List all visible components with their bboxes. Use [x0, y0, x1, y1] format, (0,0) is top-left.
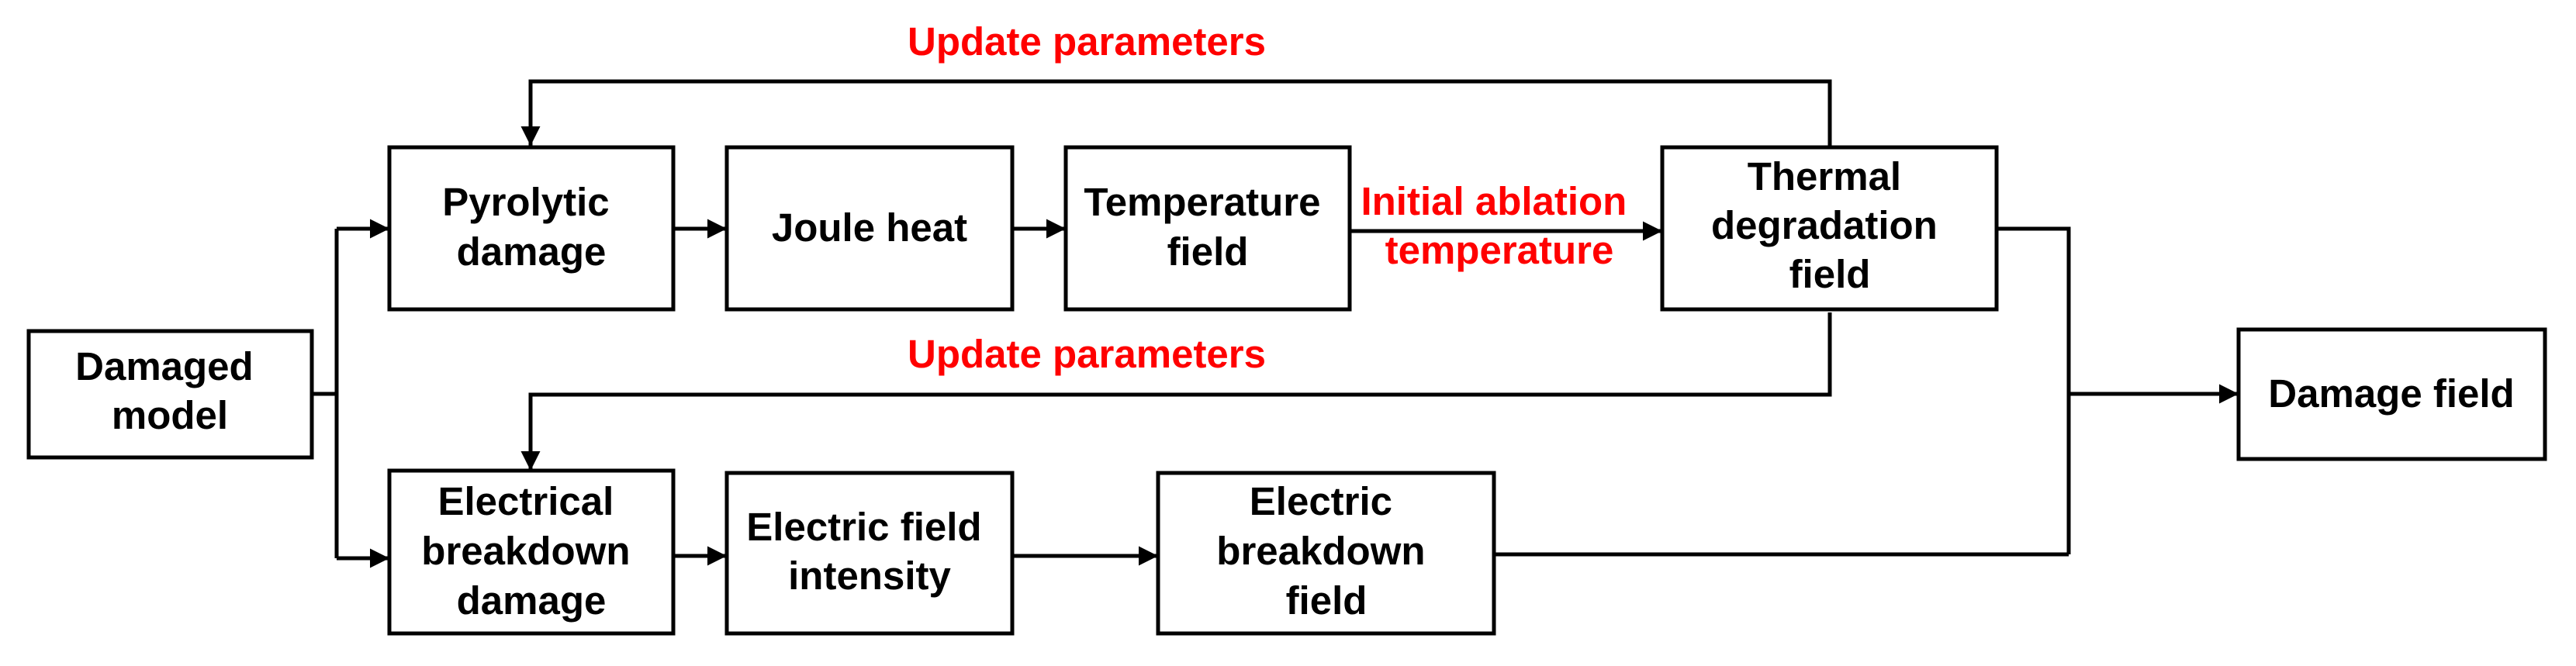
node-pyrolytic-damage-line-2: damage: [457, 229, 607, 274]
svg-text:Joule heat: Joule heat: [772, 205, 967, 250]
label-update-parameters-middle: Update parameters: [908, 332, 1266, 376]
node-joule-heat: Joule heat: [724, 145, 1015, 312]
node-electric-breakdown-field-line-3: field: [1286, 578, 1368, 623]
svg-text:Electrical breakdown: Electrical breakdown damage: [421, 479, 641, 623]
node-thermal-degradation-field-line-2: degradation: [1711, 203, 1938, 247]
node-damage-field: Damage field: [2236, 327, 2547, 461]
edge-feedback-top-update-parameters: [520, 79, 1832, 147]
node-temperature-field-line-2: field: [1167, 229, 1249, 274]
node-damage-field-line-1: Damage field: [2268, 371, 2514, 416]
node-thermal-degradation-field: Thermal degradation field: [1660, 145, 1999, 312]
node-electrical-breakdown-damage-line-1: Electrical: [438, 479, 614, 523]
label-update-parameters-top: Update parameters: [908, 19, 1266, 64]
svg-text:Thermal degradation: Thermal degradation field: [1711, 154, 1948, 296]
node-electric-breakdown-field-line-1: Electric: [1250, 479, 1392, 523]
svg-text:Damage field: Damage field: [2268, 371, 2514, 416]
node-joule-heat-line-1: Joule heat: [772, 205, 967, 250]
svg-text:Pyrolytic damage: Pyrolytic damage: [442, 180, 621, 274]
svg-text:Electric breakdown: Electric breakdown field: [1216, 479, 1436, 623]
edge-thermal-degradation-to-merge: [1997, 226, 2071, 554]
node-damaged-model-line-2: model: [112, 393, 228, 437]
node-electric-field-intensity-line-2: intensity: [788, 554, 951, 598]
node-thermal-degradation-field-line-3: field: [1789, 252, 1871, 296]
node-electrical-breakdown-damage-line-3: damage: [457, 578, 607, 623]
label-initial-ablation-line-2: temperature: [1385, 228, 1614, 272]
svg-text:Temperature field: Temperature field: [1084, 180, 1331, 274]
node-pyrolytic-damage: Pyrolytic damage: [387, 145, 676, 312]
svg-text:Electric field intensity: Electric field intensity: [746, 505, 992, 598]
node-electric-field-intensity: Electric field intensity: [724, 471, 1015, 636]
node-electrical-breakdown-damage: Electrical breakdown damage: [387, 468, 676, 636]
node-temperature-field: Temperature field: [1063, 145, 1352, 312]
edge-damaged-model-split: [312, 229, 339, 558]
node-electric-breakdown-field-line-2: breakdown: [1216, 529, 1425, 573]
node-pyrolytic-damage-line-1: Pyrolytic: [442, 180, 609, 224]
label-initial-ablation-line-1: Initial ablation: [1361, 179, 1627, 223]
node-electric-field-intensity-line-1: Electric field: [746, 505, 981, 549]
node-damaged-model-line-1: Damaged: [75, 344, 254, 388]
node-electrical-breakdown-damage-line-2: breakdown: [421, 529, 630, 573]
connectors: [312, 79, 2239, 568]
node-temperature-field-line-1: Temperature: [1084, 180, 1320, 224]
label-initial-ablation-temperature: Initial ablation temperature: [1361, 179, 1637, 272]
node-electric-breakdown-field: Electric breakdown field: [1156, 471, 1496, 636]
edge-feedback-middle-update-parameters: [520, 312, 1832, 471]
node-damaged-model: Damaged model: [26, 329, 314, 460]
node-thermal-degradation-field-line-1: Thermal: [1748, 154, 1901, 198]
svg-text:Damaged model: Damaged model: [75, 344, 265, 437]
